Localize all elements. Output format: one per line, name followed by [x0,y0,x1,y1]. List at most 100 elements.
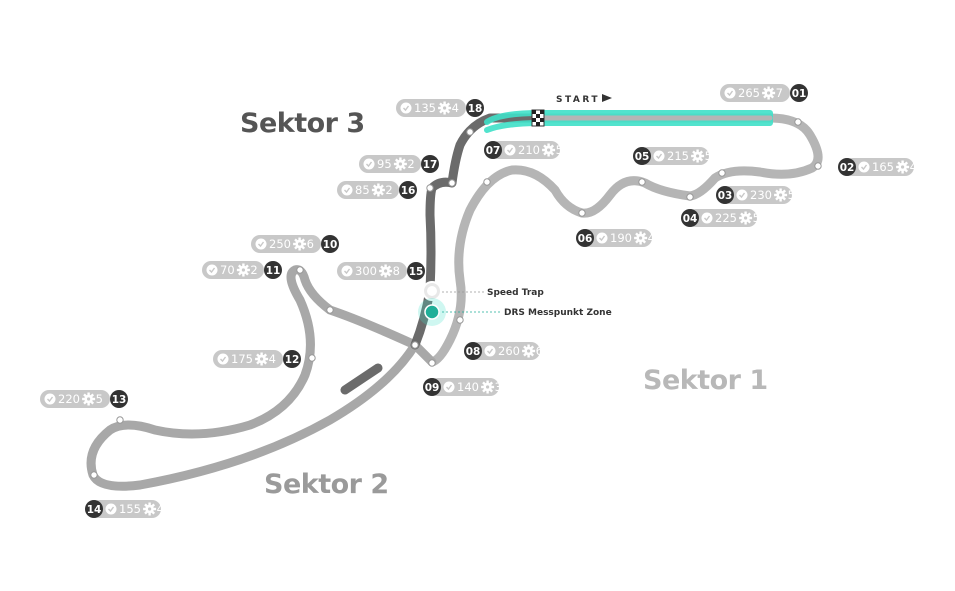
corner-number-badge [681,209,699,227]
track-sector-2 [86,265,437,491]
gear-icon [774,188,788,202]
corner-gear: 6 [536,344,543,358]
corner-speed: 155 [119,502,141,516]
corner-number: 16 [401,185,416,197]
corner-dot [428,359,436,367]
gear-icon [634,231,648,245]
gear-icon [542,143,556,157]
sector-2-label: Sektor 2 [264,469,389,500]
speed-trap-marker-dot [427,286,437,296]
corner-dot [578,209,586,217]
corner-speed: 230 [750,188,772,202]
gear-icon [691,149,705,163]
corner-dot [116,416,124,424]
corner-number-badge [264,261,282,279]
speedometer-icon [504,144,516,156]
corner-number-badge [321,235,339,253]
corner-speed: 250 [269,237,291,251]
corner-number: 03 [718,190,733,202]
corner-gear: 2 [250,263,257,277]
corner-number: 15 [409,266,424,278]
drs-marker [424,304,440,320]
gear-icon [481,380,495,394]
gear-icon [293,237,307,251]
corner-gear: 5 [556,143,563,157]
start-label: START [556,95,600,105]
corner-number: 08 [466,346,481,358]
corner-dot [90,471,98,479]
gear-icon [739,211,753,225]
gear-icon [236,263,250,277]
corner-dot [466,128,474,136]
corner-number: 09 [425,382,440,394]
corner-number: 10 [323,239,338,251]
corner-speed: 265 [738,86,760,100]
corner-speed: 225 [715,211,737,225]
speedometer-icon [653,150,665,162]
corner-09: 140 3 09 [423,359,502,396]
corner-speed: 95 [377,157,392,171]
speedometer-icon [44,393,56,405]
gear-icon [393,157,407,171]
corner-speed: 300 [355,264,377,278]
start-arrow-icon [602,94,612,102]
corner-pill [337,181,399,199]
speedometer-icon [105,503,117,515]
corner-number: 18 [468,103,483,115]
corner-number: 14 [87,504,102,516]
corner-dot [411,341,419,349]
track-sector-3-straight [340,363,383,395]
speedometer-icon [701,212,713,224]
corner-speed: 190 [610,231,632,245]
gear-icon [896,160,910,174]
corner-dot [426,184,434,192]
speedometer-icon [736,189,748,201]
corner-speed: 140 [457,380,479,394]
gear-icon [371,183,385,197]
corner-dot [794,118,802,126]
corner-gear: 5 [788,188,795,202]
sector-1-label: Sektor 1 [643,365,768,396]
corner-gear: 6 [307,237,314,251]
corner-dot [448,179,456,187]
corner-number: 11 [266,265,281,277]
corner-08: 260 6 08 [456,316,543,360]
corner-number: 12 [285,354,300,366]
corner-number-badge [407,262,425,280]
corner-number: 07 [486,145,501,157]
gear-icon [522,344,536,358]
corner-speed: 260 [498,344,520,358]
speedometer-icon [400,102,412,114]
corner-10: 250 6 10 [251,235,339,274]
corner-gear: 4 [910,160,917,174]
corner-dot [686,193,694,201]
speedometer-icon [596,232,608,244]
gear-icon [82,392,96,406]
corner-number: 13 [112,394,127,406]
corner-dot [456,316,464,324]
corner-dot [308,354,316,362]
corner-number-badge [576,229,594,247]
speedometer-icon [443,381,455,393]
corner-speed: 175 [231,352,253,366]
gear-icon [143,502,157,516]
gear-icon [762,86,776,100]
corner-gear: 3 [495,380,502,394]
corner-dot [483,178,491,186]
corner-gear: 2 [385,183,392,197]
corner-number-badge [716,186,734,204]
speedometer-icon [724,87,736,99]
corner-speed: 135 [414,101,436,115]
corner-speed: 220 [58,392,80,406]
corner-number-badge [283,350,301,368]
corner-number: 04 [683,213,698,225]
